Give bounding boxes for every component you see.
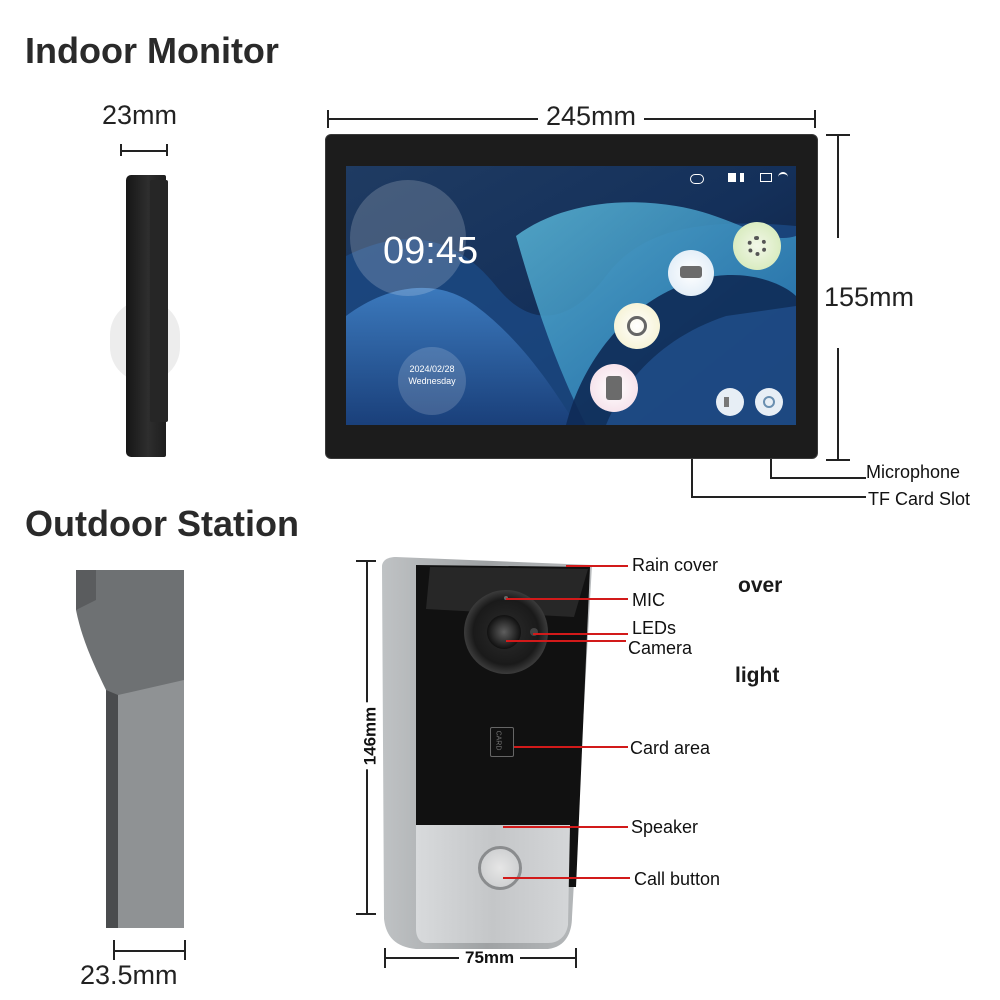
- card-label: CARD: [494, 730, 502, 751]
- screen-weekday: Wednesday: [408, 376, 456, 386]
- monitor-height-label: 155mm: [824, 282, 915, 312]
- card-area-callout: Card area: [630, 738, 711, 758]
- camera-app-icon[interactable]: [668, 250, 714, 296]
- station-height-bottom-tick: [356, 913, 376, 915]
- station-depth-dim-line: [113, 950, 186, 952]
- camera-lens: [487, 615, 521, 649]
- width-dim-tick-left: [327, 110, 329, 128]
- depth-dim-line: [120, 150, 167, 152]
- height-dim-line-bottom: [837, 348, 839, 460]
- station-depth-label: 23.5mm: [80, 960, 178, 990]
- rain-cover-leader: [566, 565, 628, 567]
- station-width-right-tick: [575, 948, 577, 968]
- settings-app-icon[interactable]: [733, 222, 781, 270]
- power-icon: [763, 396, 775, 408]
- station-side-profile: [76, 570, 184, 928]
- rain-cover-callout: Rain cover: [632, 555, 719, 575]
- card-area-leader: [514, 746, 628, 748]
- camera-leader: [506, 640, 626, 642]
- intercom-icon: [606, 376, 622, 400]
- card-reader-icon: CARD: [490, 727, 514, 757]
- leds-callout: LEDs: [632, 618, 677, 638]
- screen-wallpaper: [346, 166, 796, 425]
- doorbell-app-icon[interactable]: [590, 364, 638, 412]
- outdoor-station-heading: Outdoor Station: [25, 503, 299, 544]
- speaker-icon: [724, 397, 733, 407]
- cloud-icon: [690, 174, 704, 184]
- power-button[interactable]: [755, 388, 783, 416]
- monitor-depth-label: 23mm: [102, 100, 178, 130]
- screen-date: 2024/02/28: [409, 364, 455, 374]
- width-dim-tick-right: [814, 110, 816, 128]
- microphone-leader-v: [770, 459, 772, 479]
- monitor-app-icon[interactable]: [614, 303, 660, 349]
- cctv-camera-icon: [680, 266, 702, 278]
- speaker-leader: [503, 826, 628, 828]
- screen-cast-icon: [760, 173, 772, 182]
- depth-dim-tick-left: [120, 144, 122, 156]
- sd-card-icon: [728, 173, 736, 182]
- monitor-screen: 09:45 2024/02/28 Wednesday: [346, 166, 796, 425]
- tf-card-leader-v: [691, 459, 693, 498]
- call-button-callout: Call button: [634, 869, 721, 889]
- gear-icon: [747, 236, 767, 256]
- background-fragment-light: light: [735, 664, 780, 687]
- depth-dim-tick-right: [166, 144, 168, 156]
- speaker-callout: Speaker: [631, 817, 699, 837]
- camera-callout: Camera: [628, 638, 693, 658]
- mic-callout: MIC: [632, 590, 665, 610]
- station-depth-tick-left: [113, 940, 115, 960]
- led-indicator: [530, 628, 538, 636]
- background-fragment-over: over: [738, 574, 783, 597]
- call-button-leader: [503, 877, 630, 879]
- leds-leader: [533, 633, 628, 635]
- monitor-side-back: [150, 180, 168, 422]
- screen-clock: 09:45: [383, 230, 479, 272]
- height-dim-line-top: [837, 134, 839, 238]
- microphone-callout: Microphone: [866, 462, 961, 482]
- volume-status-icon: [740, 173, 752, 182]
- mic-leader: [506, 598, 628, 600]
- mute-button[interactable]: [716, 388, 744, 416]
- height-dim-bottom-tick: [826, 459, 850, 461]
- indoor-monitor-heading: Indoor Monitor: [25, 30, 279, 71]
- wifi-icon: [778, 172, 788, 184]
- microphone-leader-h: [770, 477, 866, 479]
- monitor-width-label: 245mm: [538, 101, 645, 132]
- station-depth-tick-right: [184, 940, 186, 960]
- tf-card-leader-h: [691, 496, 866, 498]
- tf-card-callout: TF Card Slot: [868, 489, 971, 509]
- face-recognition-icon: [627, 316, 647, 336]
- station-width-label: 75mm: [459, 948, 521, 968]
- call-button[interactable]: [478, 846, 522, 890]
